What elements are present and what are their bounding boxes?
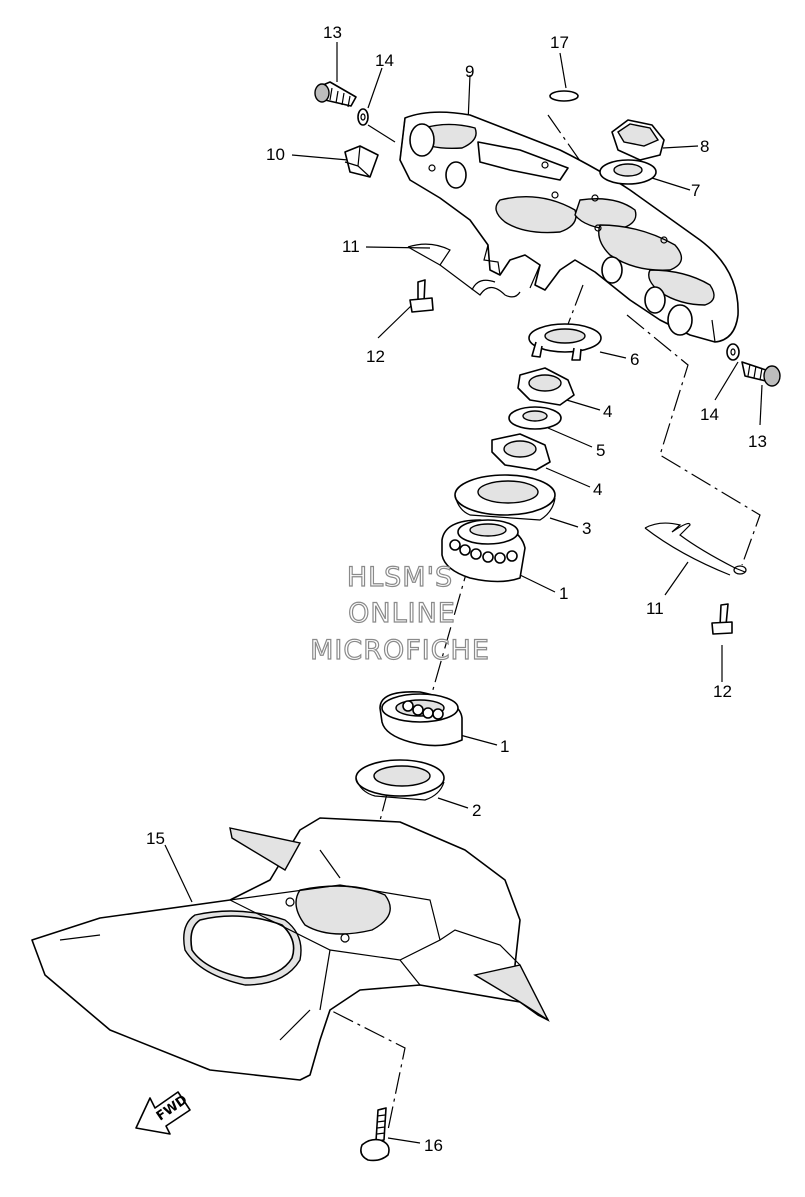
callout-9: 9 [465,62,474,81]
washer-5 [508,406,562,430]
bolt-13-upper [314,81,357,108]
callout-1-upper: 1 [559,584,568,603]
washer-7 [599,159,657,185]
fwd-arrow: FWD [135,1091,191,1135]
watermark-line-2: ONLINE [348,598,456,629]
bottom-cover [31,817,550,1081]
callout-11-upper: 11 [342,237,360,256]
plate-17 [549,90,579,102]
callouts: 13 14 9 17 8 7 10 11 12 6 14 13 4 5 4 3 … [146,23,767,1155]
callout-17: 17 [550,33,569,52]
callout-4-upper: 4 [603,402,612,421]
leader-lines [164,42,763,1144]
clip-11-upper [407,243,521,298]
callout-5: 5 [596,441,605,460]
callout-7: 7 [691,181,700,200]
washer-14-upper [357,108,369,126]
bolt-12-lower [711,603,733,635]
callout-11-lower: 11 [646,599,664,618]
callout-13-lower: 13 [748,432,767,451]
callout-8: 8 [700,137,709,156]
bolt-12-upper [409,279,434,313]
watermark-line-1: HLSM'S [347,562,453,593]
cap-nut-8 [611,119,665,161]
callout-15: 15 [146,829,165,848]
callout-14-lower: 14 [700,405,719,424]
block-10 [344,145,379,178]
callout-2: 2 [472,801,481,820]
callout-16: 16 [424,1136,443,1155]
seal-2 [355,759,445,801]
lock-washer-6 [528,323,602,361]
upper-bracket [399,111,739,343]
callout-13-upper: 13 [323,23,342,42]
callout-12-upper: 12 [366,347,385,366]
callout-3: 3 [582,519,591,538]
bolt-13-lower [741,361,781,387]
callout-1-lower: 1 [500,737,509,756]
dust-seal-3 [454,474,556,521]
callout-4-lower: 4 [593,480,602,499]
clip-11-lower [644,522,747,576]
callout-12-lower: 12 [713,682,732,701]
bearing-1-lower [379,691,463,747]
callout-14-upper: 14 [375,51,394,70]
callout-6: 6 [630,350,639,369]
callout-10: 10 [266,145,285,164]
bearing-1-upper [441,519,526,583]
watermark-line-3: MICROFICHE [310,635,490,666]
ring-nut-4-upper [517,367,575,406]
ring-nut-4-lower [491,433,551,471]
washer-14-lower [726,343,740,361]
watermark: HLSM'S ONLINE MICROFICHE [309,561,490,666]
bolt-16 [360,1107,390,1162]
